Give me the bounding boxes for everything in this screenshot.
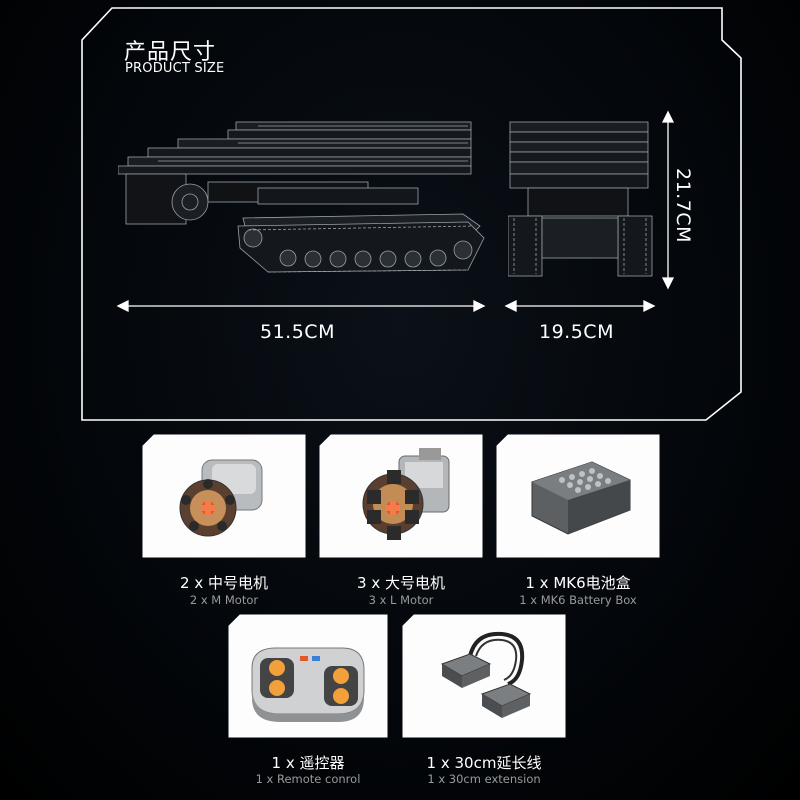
accessory-card-remote-control [228, 614, 388, 738]
accessory-label-cn-extension-cable: 1 x 30cm延长线 [426, 754, 542, 772]
height-dimension: 21.7CM [672, 168, 694, 243]
accessory-label-en-extension-cable: 1 x 30cm extension [427, 772, 541, 786]
width-dimension: 19.5CM [539, 321, 614, 343]
extension-cable-icon [440, 631, 532, 718]
vehicle-side-view-image [118, 121, 485, 273]
accessory-label-en-battery-box: 1 x MK6 Battery Box [519, 593, 637, 607]
product-size-frame [81, 7, 742, 421]
accessory-label-cn-m-motor: 2 x 中号电机 [180, 574, 268, 592]
battery-box-icon [531, 461, 631, 535]
accessory-label-cn-l-motor: 3 x 大号电机 [357, 574, 445, 592]
accessory-label-cn-battery-box: 1 x MK6电池盒 [525, 574, 631, 592]
dimension-arrows [116, 110, 675, 313]
accessory-label-cn-remote-control: 1 x 遥控器 [271, 754, 345, 772]
length-dimension: 51.5CM [260, 321, 335, 343]
accessory-card-extension-cable [402, 614, 566, 738]
m-motor-icon [179, 459, 263, 537]
vehicle-front-view-image [508, 121, 653, 277]
l-motor-icon [362, 448, 450, 540]
accessory-label-en-l-motor: 3 x L Motor [368, 593, 434, 607]
page-subtitle: PRODUCT SIZE [125, 61, 225, 76]
accessory-card-m-motor [142, 434, 306, 558]
accessory-card-l-motor [319, 434, 483, 558]
remote-control-icon [251, 647, 365, 722]
accessory-card-battery-box [496, 434, 660, 558]
page-title: 产品尺寸 [124, 40, 217, 65]
accessory-label-en-m-motor: 2 x M Motor [189, 593, 259, 607]
accessory-label-en-remote-control: 1 x Remote conrol [255, 772, 361, 786]
